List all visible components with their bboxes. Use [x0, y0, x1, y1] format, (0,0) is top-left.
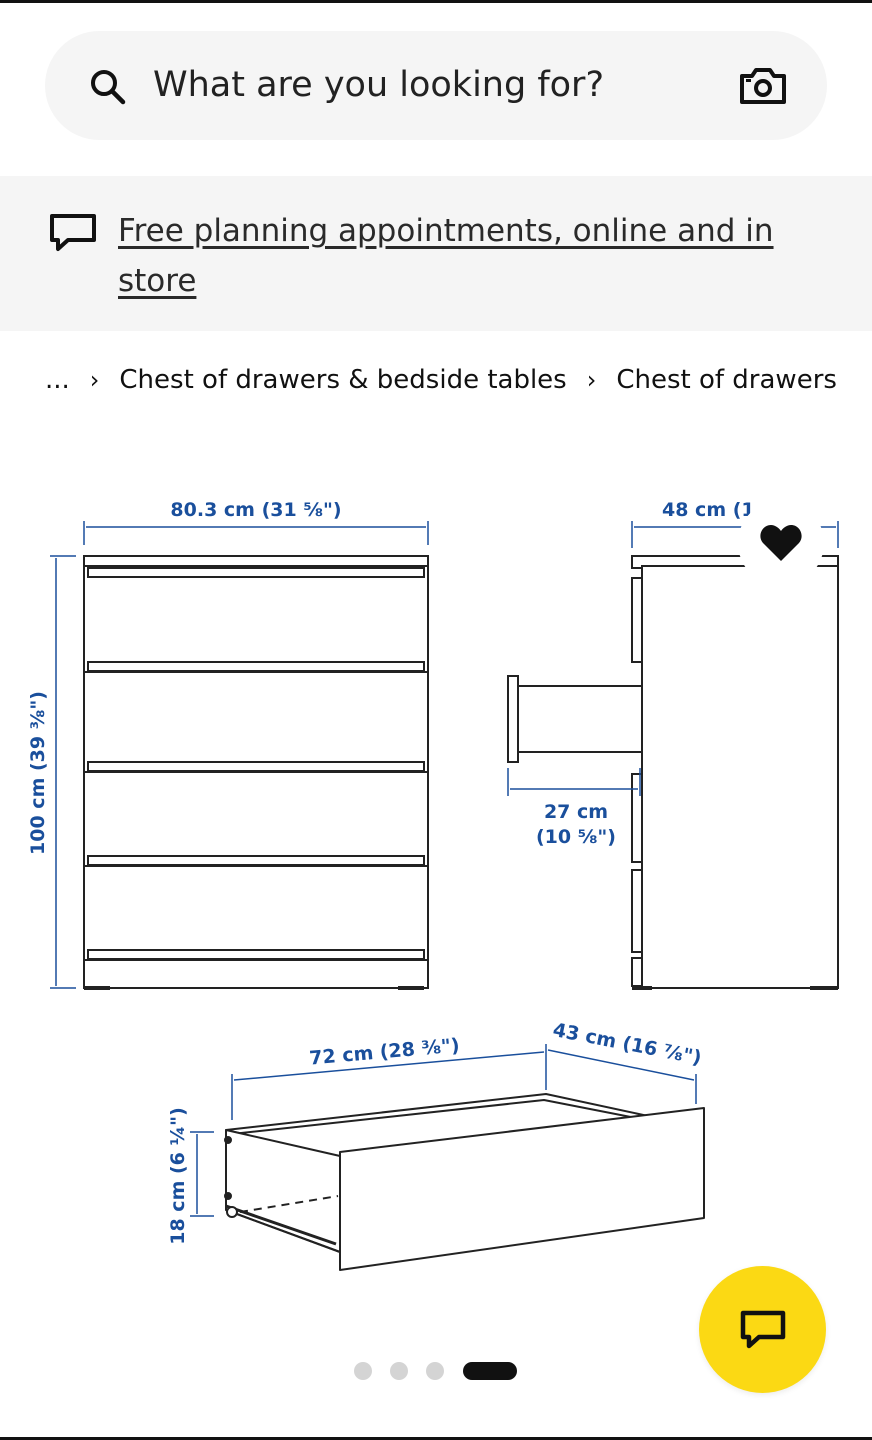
drawer-depth-label: 43 cm (16 ⅞")	[551, 1019, 703, 1069]
chevron-right-icon: ›	[89, 366, 100, 394]
drawer-width-label: 72 cm (28 ⅜")	[308, 1034, 460, 1069]
heart-icon	[760, 525, 802, 561]
product-dimension-image[interactable]: 80.3 cm (31 ⅝") 100 cm (39 ⅜") 48 cm (1	[0, 440, 872, 1320]
carousel-dot-3[interactable]	[426, 1362, 444, 1380]
favorite-button[interactable]	[738, 500, 824, 586]
breadcrumb-chest-of-drawers-bedside-tables[interactable]: Chest of drawers & bedside tables	[119, 365, 567, 395]
drawer-isometric	[224, 1093, 705, 1271]
chevron-right-icon: ›	[586, 366, 597, 394]
drawer-extension-label-1: 27 cm	[544, 801, 608, 823]
camera-icon[interactable]	[738, 66, 788, 106]
carousel-indicators	[354, 1359, 524, 1383]
carousel-dot-4[interactable]	[463, 1362, 517, 1380]
depth-dimension-label: 48 cm (1	[662, 499, 755, 521]
chat-icon	[740, 1310, 785, 1348]
dimension-drawing: 80.3 cm (31 ⅝") 100 cm (39 ⅜") 48 cm (1	[27, 499, 839, 1271]
width-dimension-label: 80.3 cm (31 ⅝")	[170, 499, 341, 521]
breadcrumb: ... › Chest of drawers & bedside tables …	[45, 360, 845, 400]
carousel-dot-2[interactable]	[390, 1362, 408, 1380]
search-bar[interactable]	[45, 31, 827, 140]
planning-banner: Free planning appointments, online and i…	[0, 176, 872, 331]
side-view-dresser	[507, 555, 839, 989]
front-view-dresser	[83, 555, 429, 989]
breadcrumb-chest-of-drawers[interactable]: Chest of drawers	[616, 365, 837, 395]
chat-bubble-icon	[50, 214, 96, 251]
top-divider	[0, 0, 872, 3]
drawer-extension-label-2: (10 ⅝")	[536, 826, 616, 848]
search-icon	[91, 70, 126, 105]
drawer-height-label: 18 cm (6 ¼")	[167, 1107, 189, 1245]
bottom-divider	[0, 1437, 872, 1440]
carousel-dot-1[interactable]	[354, 1362, 372, 1380]
chat-button[interactable]	[699, 1266, 826, 1393]
planning-appointments-link[interactable]: Free planning appointments, online and i…	[118, 213, 774, 299]
breadcrumb-ellipsis[interactable]: ...	[45, 365, 70, 395]
search-input[interactable]	[153, 59, 713, 111]
height-dimension-label: 100 cm (39 ⅜")	[27, 691, 49, 855]
